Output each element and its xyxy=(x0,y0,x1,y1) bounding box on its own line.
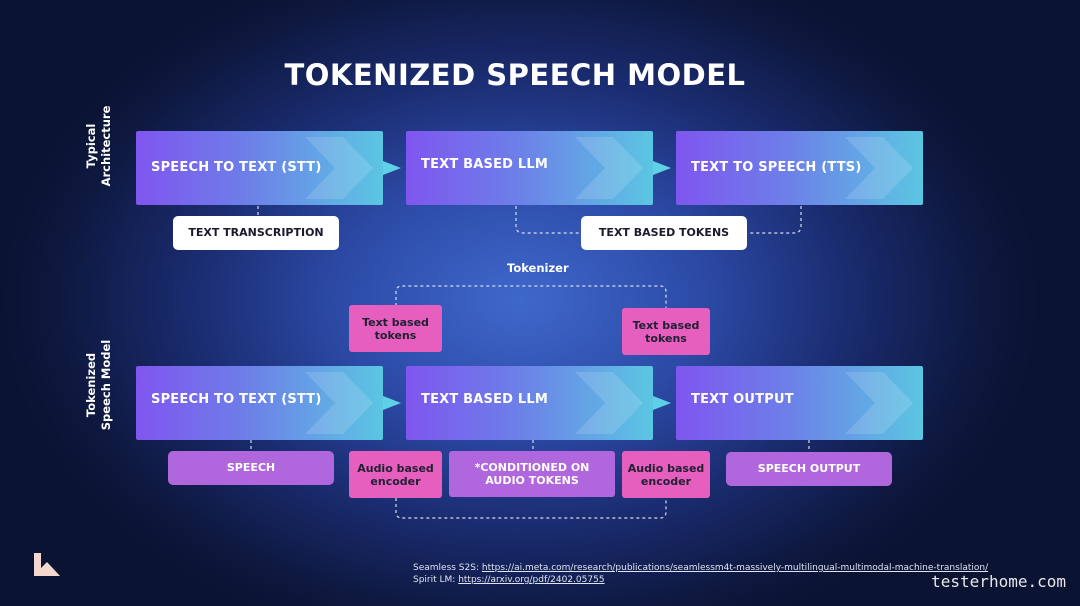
tag-text-tokens-right: Text based tokens xyxy=(622,308,710,355)
arrow-stt-llm xyxy=(383,161,401,175)
arrow-llm-tts xyxy=(653,161,671,175)
box-label: TEXT BASED LLM xyxy=(421,157,548,172)
references: Seamless S2S: https://ai.meta.com/resear… xyxy=(413,562,988,586)
pill-speech: SPEECH xyxy=(168,451,334,485)
connector-tts-tokens xyxy=(748,206,802,234)
pill-conditioned-audio-tokens: *CONDITIONED ON AUDIO TOKENS xyxy=(449,451,615,497)
arrow-stt-llm-2 xyxy=(383,396,401,410)
connector-llm-tokens xyxy=(515,206,581,234)
watermark: testerhome.com xyxy=(931,572,1066,591)
reference-spirit: Spirit LM: https://arxiv.org/pdf/2402.05… xyxy=(413,575,605,585)
tag-text-tokens-left: Text based tokens xyxy=(349,305,442,352)
tokenizer-label: Tokenizer xyxy=(507,261,569,275)
reference-seamless: Seamless S2S: https://ai.meta.com/resear… xyxy=(413,563,989,573)
tag-audio-encoder-left: Audio based encoder xyxy=(349,451,442,498)
tokenizer-bracket xyxy=(395,285,667,310)
chevron-icon xyxy=(305,137,373,199)
chevron-icon xyxy=(845,372,913,434)
box-label: TEXT TO SPEECH (TTS) xyxy=(691,160,862,175)
brand-logo-icon xyxy=(34,553,60,576)
pill-text-transcription: TEXT TRANSCRIPTION xyxy=(173,216,339,250)
pill-text-based-tokens: TEXT BASED TOKENS xyxy=(581,216,747,250)
pill-speech-output: SPEECH OUTPUT xyxy=(726,452,892,486)
box-label: TEXT OUTPUT xyxy=(691,392,794,407)
link-spirit[interactable]: https://arxiv.org/pdf/2402.05755 xyxy=(458,575,605,585)
row-label-typical: Typical Architecture xyxy=(84,105,113,187)
box-tokenized-output: TEXT OUTPUT xyxy=(676,366,923,440)
box-label: SPEECH TO TEXT (STT) xyxy=(151,392,322,407)
encoder-bracket xyxy=(395,498,667,519)
box-typical-tts: TEXT TO SPEECH (TTS) xyxy=(676,131,923,205)
page-title: TOKENIZED SPEECH MODEL xyxy=(284,58,746,92)
box-typical-llm: TEXT BASED LLM xyxy=(406,131,653,205)
box-typical-stt: SPEECH TO TEXT (STT) xyxy=(136,131,383,205)
chevron-icon xyxy=(845,137,913,199)
arrow-llm-output xyxy=(653,396,671,410)
chevron-icon xyxy=(575,137,643,199)
box-label: SPEECH TO TEXT (STT) xyxy=(151,160,322,175)
row-label-tokenized: Tokenized Speech Model xyxy=(84,339,113,431)
tag-audio-encoder-right: Audio based encoder xyxy=(622,451,710,498)
chevron-icon xyxy=(575,372,643,434)
chevron-icon xyxy=(305,372,373,434)
link-seamless[interactable]: https://ai.meta.com/research/publication… xyxy=(481,563,989,573)
box-tokenized-stt: SPEECH TO TEXT (STT) xyxy=(136,366,383,440)
box-label: TEXT BASED LLM xyxy=(421,392,548,407)
box-tokenized-llm: TEXT BASED LLM xyxy=(406,366,653,440)
